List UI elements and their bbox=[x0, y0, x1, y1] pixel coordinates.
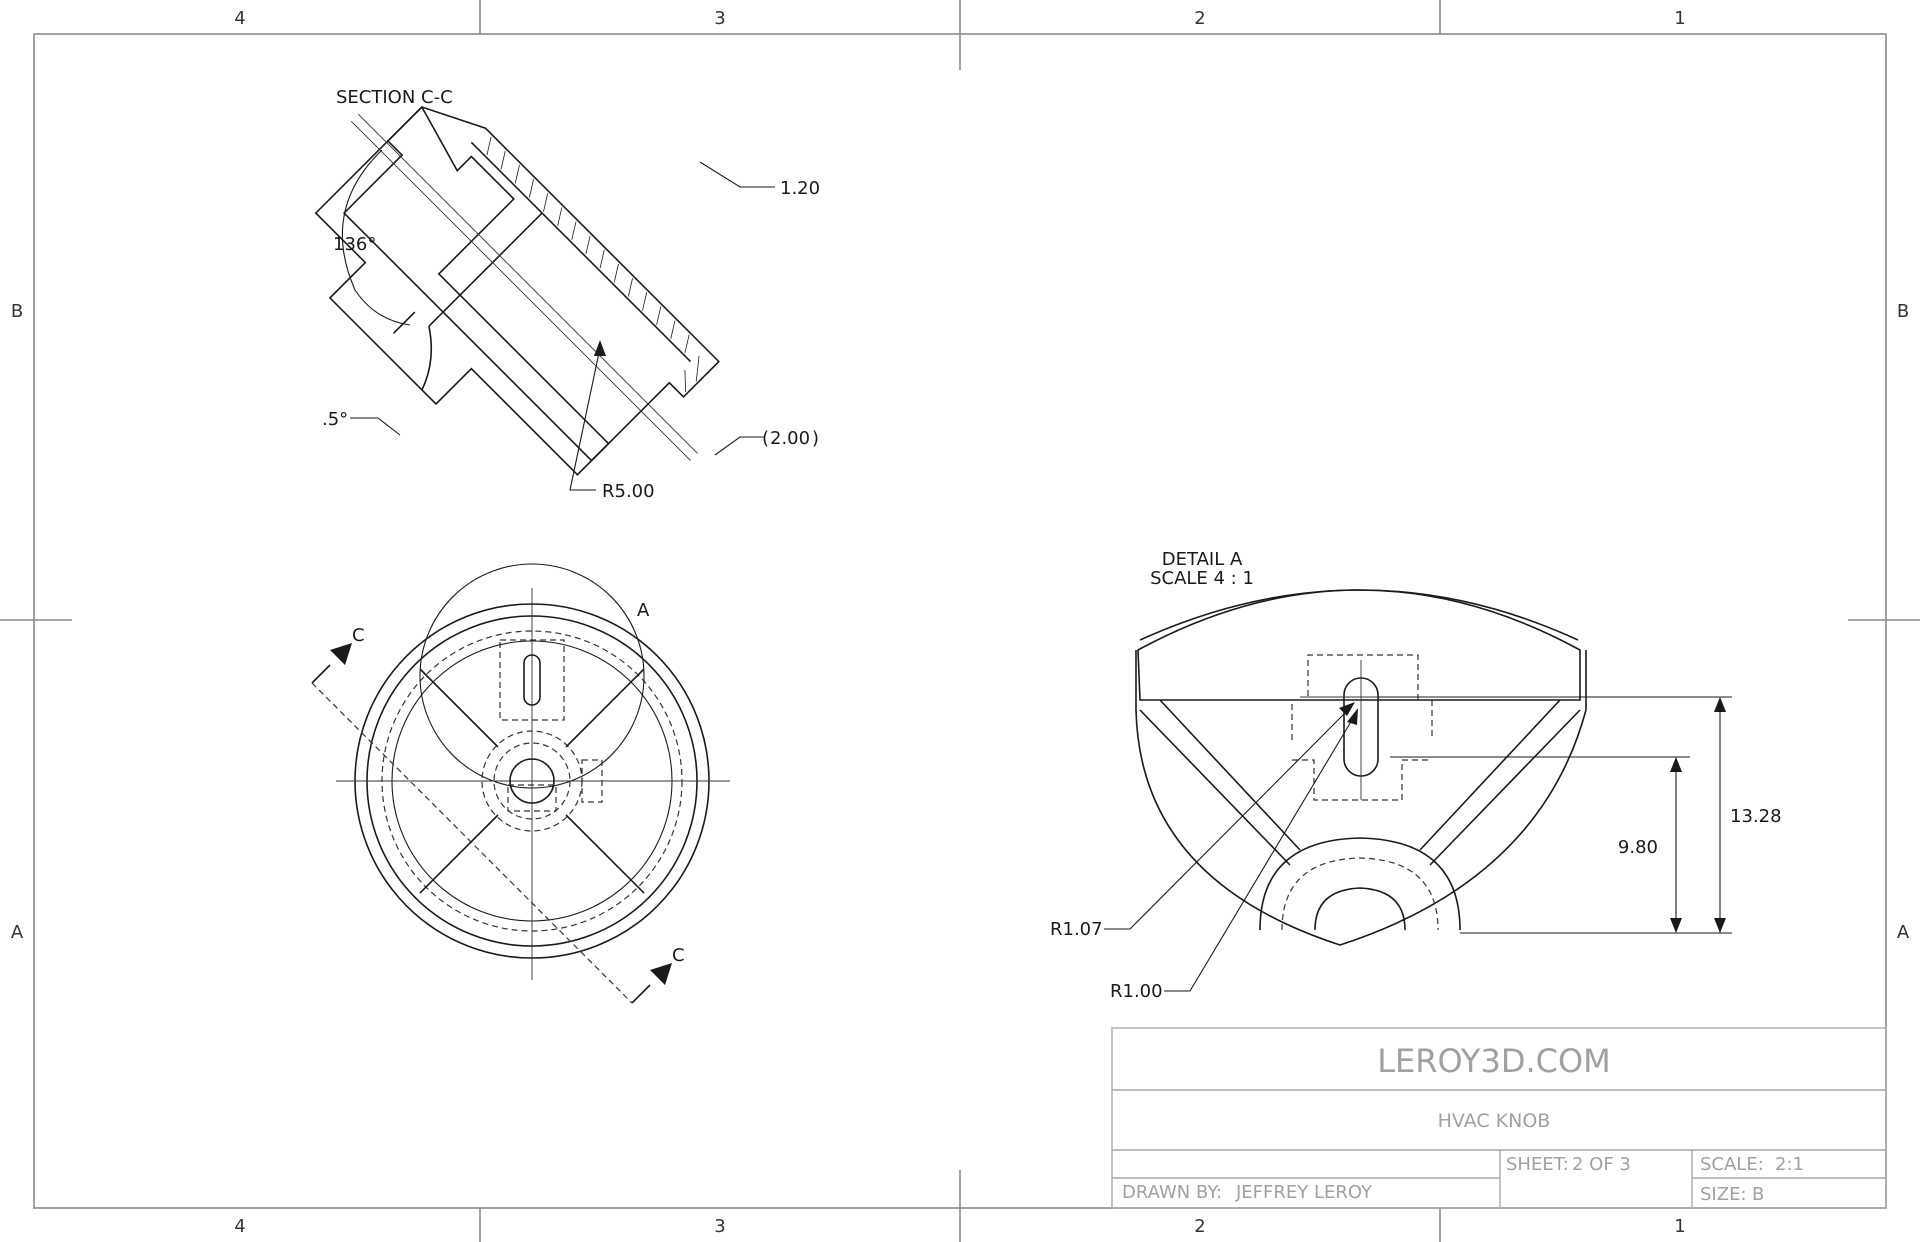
dim-angle-136: 136° bbox=[333, 234, 376, 255]
title-drawn-by-label: DRAWN BY: bbox=[1122, 1182, 1222, 1203]
title-scale-label: SCALE: bbox=[1700, 1154, 1764, 1175]
title-sheet-value: 2 OF 3 bbox=[1572, 1154, 1631, 1175]
dim-ref-height: 2.00 bbox=[770, 428, 810, 449]
detail-scale: SCALE 4 : 1 bbox=[1150, 568, 1254, 589]
zone-row-left-a: A bbox=[11, 922, 24, 943]
zone-col-bottom-4: 4 bbox=[234, 1216, 245, 1237]
title-scale-value: 2:1 bbox=[1775, 1154, 1804, 1175]
detail-a-view: DETAIL A SCALE 4 : 1 13.28 bbox=[1050, 549, 1782, 1002]
dim-thickness: 1.20 bbox=[780, 178, 820, 199]
zone-col-bottom-2: 2 bbox=[1194, 1216, 1205, 1237]
zone-row-right-b: B bbox=[1897, 301, 1909, 322]
front-view: A C C bbox=[311, 563, 730, 1004]
zone-col-bottom-1: 1 bbox=[1674, 1216, 1685, 1237]
dim-angle-half: .5° bbox=[322, 409, 348, 430]
dim-ref-paren-open: ( bbox=[762, 428, 769, 449]
dim-ref-paren-close: ) bbox=[812, 428, 819, 449]
zone-labels: 4 3 2 1 4 3 2 1 B A B A bbox=[11, 8, 1910, 1237]
zone-col-bottom-3: 3 bbox=[714, 1216, 725, 1237]
dim-r100: R1.00 bbox=[1110, 981, 1163, 1002]
section-label-c-bottom: C bbox=[672, 945, 685, 966]
dim-r107: R1.07 bbox=[1050, 919, 1103, 940]
detail-label-a: A bbox=[637, 600, 650, 621]
zone-row-left-b: B bbox=[11, 301, 23, 322]
zone-col-top-2: 2 bbox=[1194, 8, 1205, 29]
title-size-value: B bbox=[1752, 1184, 1764, 1205]
section-title: SECTION C-C bbox=[336, 87, 453, 108]
section-hatch bbox=[486, 136, 700, 392]
dim-overall: 13.28 bbox=[1730, 806, 1782, 827]
dim-slot-offset: 9.80 bbox=[1618, 837, 1658, 858]
title-size-label: SIZE: bbox=[1700, 1184, 1747, 1205]
title-part-name: HVAC KNOB bbox=[1438, 1110, 1551, 1132]
section-label-c-top: C bbox=[352, 625, 365, 646]
title-drawn-by-value: JEFFREY LEROY bbox=[1235, 1182, 1373, 1203]
zone-col-top-4: 4 bbox=[234, 8, 245, 29]
section-c-c-view: SECTION C-C bbox=[314, 87, 820, 502]
zone-col-top-1: 1 bbox=[1674, 8, 1685, 29]
section-outline bbox=[342, 105, 610, 462]
zone-col-top-3: 3 bbox=[714, 8, 725, 29]
front-slot bbox=[523, 654, 541, 706]
section-body bbox=[314, 106, 720, 476]
detail-outline bbox=[1137, 589, 1581, 701]
dim-radius: R5.00 bbox=[602, 481, 655, 502]
title-block: LEROY3D.COM HVAC KNOB SHEET: 2 OF 3 SCAL… bbox=[1111, 1027, 1887, 1209]
title-sheet-label: SHEET: bbox=[1506, 1154, 1569, 1175]
detail-title: DETAIL A bbox=[1162, 549, 1243, 570]
zone-row-right-a: A bbox=[1897, 922, 1910, 943]
angle-arc-136 bbox=[341, 149, 411, 326]
title-company: LEROY3D.COM bbox=[1377, 1042, 1611, 1080]
